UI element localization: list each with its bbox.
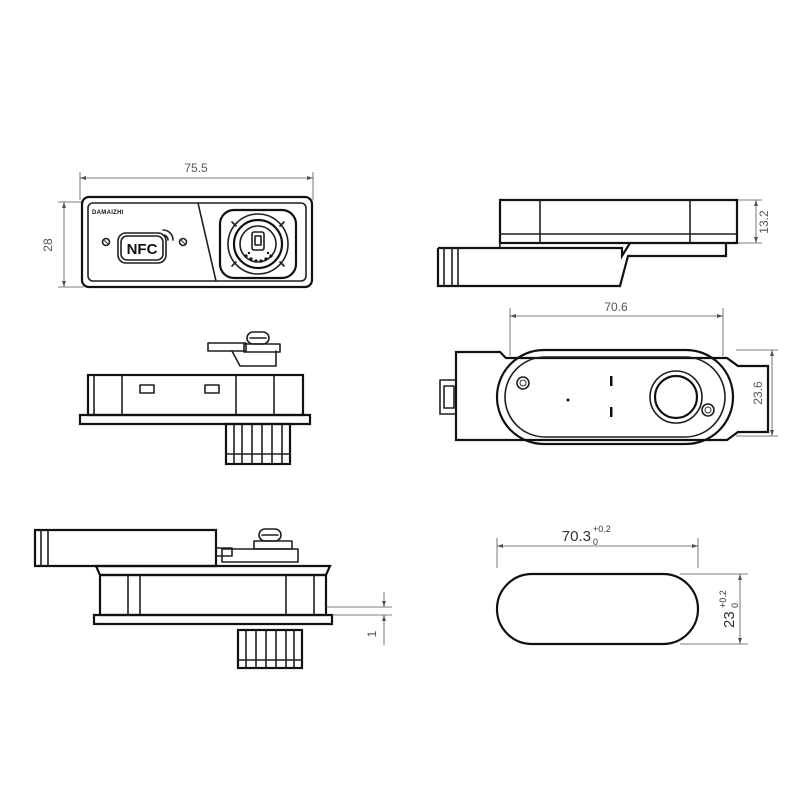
side-view: 13.2 (436, 198, 771, 288)
cutout-height-tol-lower: 0 (730, 603, 740, 608)
nfc-wave-icon (162, 229, 174, 241)
screw-icon (243, 331, 281, 353)
cutout-width-tol-lower: 0 (593, 537, 598, 547)
screw-icon (101, 237, 111, 247)
cutout-width-dimension: 70.3 +0.2 0 (496, 524, 699, 568)
back-view: 70.6 23.6 (439, 300, 778, 446)
top-view (78, 331, 312, 466)
cutout-outline (495, 572, 700, 646)
side-height-dimension: 13.2 (738, 199, 771, 244)
front-housing (80, 195, 314, 289)
back-height-dimension: 23.6 (736, 349, 778, 437)
nfc-badge: NFC (117, 229, 174, 264)
cutout-height-dimension: 23 +0.2 0 (680, 573, 748, 645)
cutout-height-tol-upper: +0.2 (718, 590, 728, 608)
front-width-label: 75.5 (184, 161, 208, 175)
side-top-block (498, 198, 739, 245)
cutout-width-label: 70.3 (562, 528, 591, 545)
front-width-dimension: 75.5 (79, 161, 314, 200)
back-height-label: 23.6 (751, 381, 765, 405)
front-height-label: 28 (41, 238, 55, 252)
side-height-label: 13.2 (757, 210, 771, 234)
front-view: 75.5 28 DAMAIZHI NFC (41, 161, 314, 289)
panel-gap-dimension: 1 (326, 592, 392, 645)
back-width-label: 70.6 (604, 300, 628, 314)
back-width-dimension: 70.6 (509, 300, 724, 356)
nfc-label: NFC (127, 241, 158, 258)
screw-icon (221, 528, 299, 563)
screw-icon (178, 237, 188, 247)
cutout-height-label: 23 (721, 611, 738, 628)
back-plate (454, 350, 770, 442)
installed-view: 1 (33, 528, 392, 670)
lock-cylinder-icon (218, 208, 298, 280)
brand-label: DAMAIZHI (92, 210, 124, 216)
panel-gap-label: 1 (365, 630, 379, 637)
back-oval-housing (495, 348, 735, 446)
cutout-view: 70.3 +0.2 0 23 +0.2 0 (495, 524, 748, 646)
front-height-dimension: 28 (41, 201, 84, 288)
cutout-width-tol-upper: +0.2 (593, 524, 611, 534)
top-housing (86, 373, 305, 417)
